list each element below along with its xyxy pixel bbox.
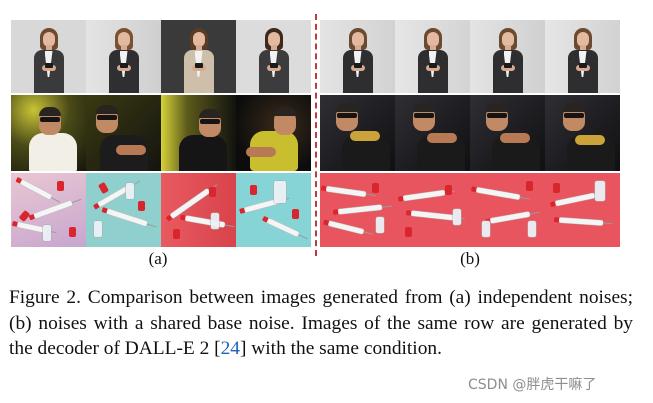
image-tile — [236, 20, 311, 93]
image-tile — [11, 20, 86, 93]
panel-b-label: (b) — [460, 249, 480, 268]
image-tile — [470, 95, 545, 171]
man-figure — [86, 95, 161, 171]
image-tile — [236, 95, 311, 171]
panel-a-row-man — [11, 95, 311, 171]
man-figure — [236, 95, 311, 171]
man-figure — [470, 95, 545, 171]
csdn-watermark: CSDN @胖虎干嘛了 — [468, 377, 597, 393]
image-tile — [11, 173, 86, 247]
panel-divider — [315, 14, 317, 256]
woman-figure — [491, 23, 525, 93]
image-tile — [395, 95, 470, 171]
panel-a-row-syringes — [11, 173, 311, 247]
image-tile — [161, 173, 236, 247]
image-tile — [545, 173, 620, 247]
man-figure — [11, 95, 86, 171]
man-figure — [161, 95, 236, 171]
image-tile — [320, 95, 395, 171]
panel-b-row-man — [320, 95, 620, 171]
image-tile — [236, 173, 311, 247]
image-tile — [545, 95, 620, 171]
man-figure — [395, 95, 470, 171]
caption-text-start: Figure 2. Comparison between images gene… — [9, 287, 633, 359]
image-tile — [161, 20, 236, 93]
woman-figure — [416, 23, 450, 93]
image-tile — [320, 20, 395, 93]
citation-link[interactable]: 24 — [220, 338, 240, 359]
figure-caption: Figure 2. Comparison between images gene… — [9, 285, 633, 362]
image-tile — [86, 173, 161, 247]
image-tile — [86, 95, 161, 171]
woman-figure — [566, 23, 600, 93]
image-tile — [11, 95, 86, 171]
image-tile — [320, 173, 395, 247]
image-tile — [545, 20, 620, 93]
image-tile — [470, 173, 545, 247]
image-tile — [395, 20, 470, 93]
caption-text-end: ] with the same condition. — [239, 338, 442, 359]
panel-b-row-syringes — [320, 173, 620, 247]
man-figure — [320, 95, 395, 171]
panel-a-label: (a) — [148, 249, 168, 268]
woman-figure — [341, 23, 375, 93]
woman-figure — [32, 23, 66, 93]
woman-figure — [182, 23, 216, 93]
image-tile — [86, 20, 161, 93]
image-tile — [161, 95, 236, 171]
man-figure — [545, 95, 620, 171]
image-tile — [470, 20, 545, 93]
woman-figure — [107, 23, 141, 93]
woman-figure — [257, 23, 291, 93]
image-tile — [395, 173, 470, 247]
panel-b-row-woman — [320, 20, 620, 93]
panel-a-row-woman — [11, 20, 311, 93]
